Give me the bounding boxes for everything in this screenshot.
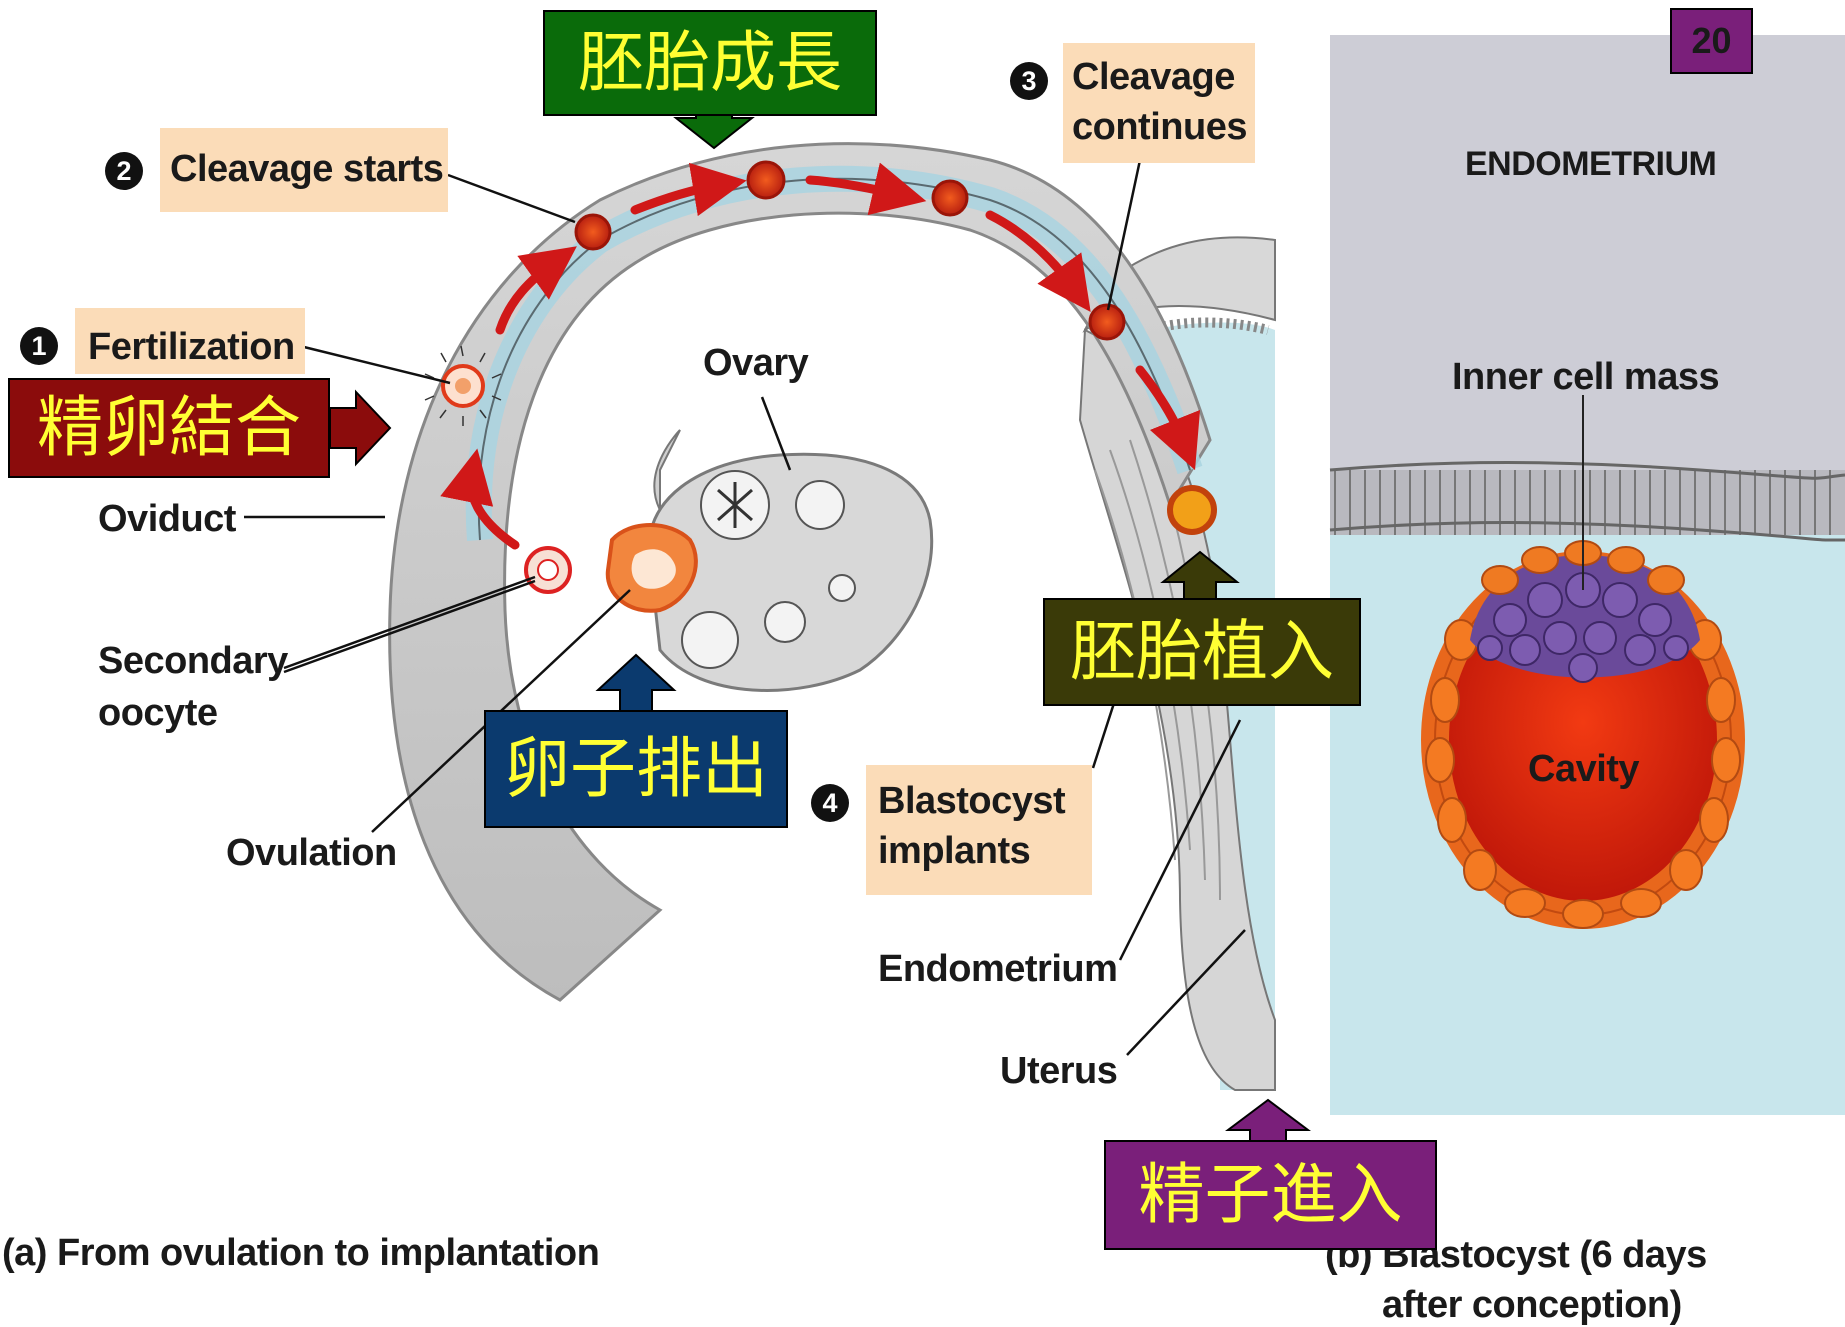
endometrium-label: Endometrium: [878, 948, 1117, 991]
step-3-icon: 3: [1010, 62, 1048, 100]
step-1-icon: 1: [20, 327, 58, 365]
endometrium-caps-label: ENDOMETRIUM: [1465, 145, 1716, 184]
cavity-label: Cavity: [1528, 748, 1639, 791]
caption-b-line-2: after conception): [1382, 1284, 1682, 1327]
slide-number: 20: [1691, 20, 1731, 62]
sperm-entry-box: 精子進入: [1104, 1140, 1437, 1250]
ovulation-box: 卵子排出: [484, 710, 788, 828]
ovulation-label: Ovulation: [226, 832, 397, 875]
cleavage-starts-label: Cleavage starts: [170, 148, 443, 191]
cleavage-continues-label-2: continues: [1072, 106, 1247, 149]
cleavage-continues-label-1: Cleavage: [1072, 56, 1235, 99]
blastocyst-implant: [1170, 488, 1214, 532]
ovulation-arrow: [598, 655, 674, 712]
secondary-oocyte-label-1: Secondary: [98, 640, 288, 683]
inner-cell-mass-label: Inner cell mass: [1452, 356, 1719, 399]
fertilization-arrow: [330, 392, 390, 464]
slide-number-badge: 20: [1670, 8, 1753, 74]
uterus-label: Uterus: [1000, 1050, 1117, 1093]
ovary-label: Ovary: [703, 342, 808, 385]
caption-a: (a) From ovulation to implantation: [2, 1232, 599, 1275]
sperm-entry-arrow: [1228, 1100, 1308, 1142]
fertilization-box: 精卵結合: [8, 378, 330, 478]
blastocyst-implants-label-1: Blastocyst: [878, 780, 1065, 823]
fertilization-label: Fertilization: [88, 326, 295, 369]
implantation-box: 胚胎植入: [1043, 598, 1361, 706]
secondary-oocyte: [526, 548, 570, 592]
secondary-oocyte-label-2: oocyte: [98, 692, 217, 735]
oviduct-label: Oviduct: [98, 498, 236, 541]
embryo-growth-box: 胚胎成長: [543, 10, 877, 116]
step-2-icon: 2: [105, 152, 143, 190]
step-4-icon: 4: [811, 784, 849, 822]
blastocyst-implants-label-2: implants: [878, 830, 1030, 873]
